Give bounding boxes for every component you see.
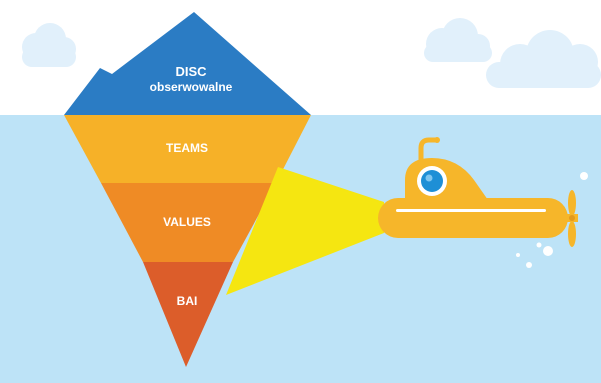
layer-label-bai: BAI (177, 294, 198, 308)
cloud-left (22, 23, 76, 67)
layer-values (101, 183, 276, 262)
layer-label-values: VALUES (163, 215, 211, 229)
layer-bai (143, 262, 233, 367)
propeller-blade-top (568, 190, 576, 216)
tip-label-line2: obserwowalne (150, 80, 233, 94)
periscope (418, 137, 440, 163)
layer-teams (64, 115, 311, 183)
tip-label-line1: DISC (175, 64, 207, 79)
layer-label-teams: TEAMS (166, 141, 208, 155)
iceberg-tip (64, 12, 311, 115)
submarine (378, 137, 578, 247)
light-beam (226, 167, 384, 295)
cloud-right-large (486, 30, 601, 88)
porthole-icon (421, 170, 443, 192)
cloud-right-small (424, 18, 492, 62)
propeller-blade-bottom (568, 221, 576, 247)
bubbles (516, 172, 588, 268)
submarine-hull (378, 198, 568, 238)
